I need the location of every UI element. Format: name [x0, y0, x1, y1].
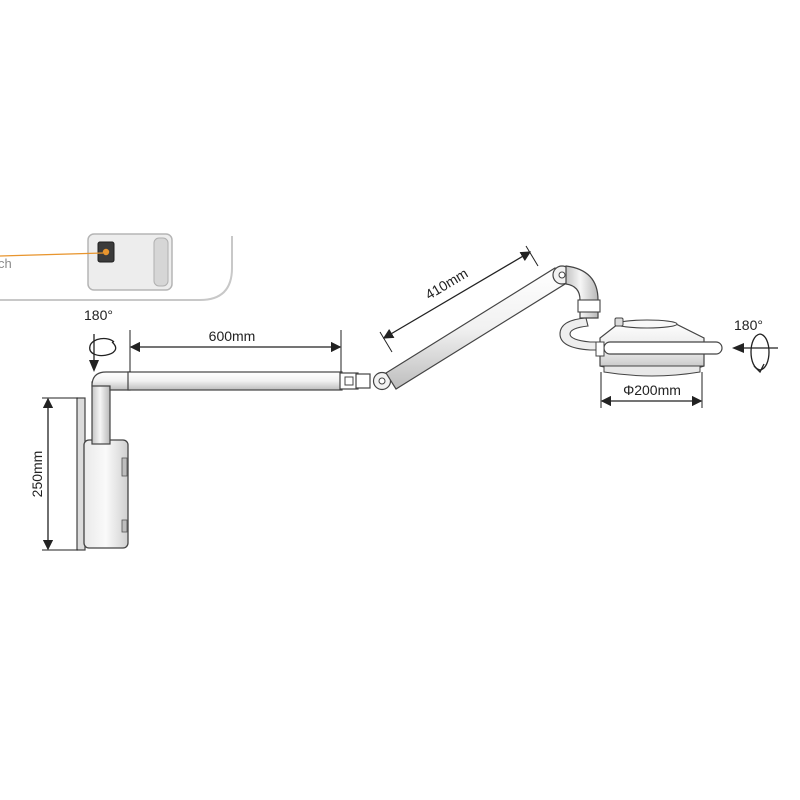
horizontal-arm [127, 371, 343, 391]
dimension-label-600: 600mm [209, 328, 256, 344]
dimension-line-410 [382, 251, 532, 339]
arm-elbow [91, 371, 131, 391]
dimension-label-200: Φ200mm [623, 382, 681, 398]
dimension-lamp-diameter: Φ200mm [600, 372, 703, 408]
horizontal-arm-assembly [91, 371, 392, 445]
dimension-wall-box: 250mm [29, 397, 78, 551]
wall-mount-box [76, 397, 129, 551]
rotation-arrow-left [89, 337, 116, 357]
vertical-post [91, 381, 111, 445]
switch-detail-inset: ch [0, 233, 233, 301]
rotation-label-left: 180° [84, 307, 113, 323]
inset-callout-label: ch [0, 256, 12, 271]
dimension-horizontal-arm: 600mm [129, 328, 342, 372]
dimension-label-410: 410mm [422, 265, 470, 303]
lamp-knob [614, 317, 624, 327]
rotation-arrow-right [750, 333, 770, 371]
rotation-label-right: 180° [734, 317, 763, 333]
angled-arm [385, 267, 566, 390]
lamp-handle [603, 341, 723, 355]
callout-leader-line [0, 252, 104, 257]
inset-border [0, 236, 233, 301]
angled-arm-assembly [385, 265, 605, 390]
control-box [83, 439, 129, 549]
rotation-indicator-left: 180° [84, 307, 116, 372]
rotation-indicator-right: 180° [732, 317, 778, 374]
lamp-head [595, 317, 723, 377]
dimension-label-250: 250mm [29, 451, 45, 498]
